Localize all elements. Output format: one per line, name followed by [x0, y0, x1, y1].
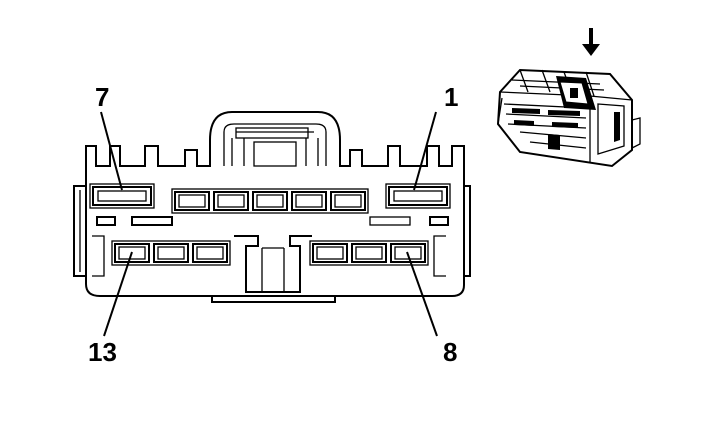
cavity-9: [351, 243, 387, 263]
label-pin-8: 8: [443, 337, 457, 367]
cavity-8: [390, 243, 426, 263]
label-pin-7: 7: [95, 82, 109, 112]
leader-lines: [100, 111, 438, 337]
cavity-5: [213, 191, 249, 211]
cavity-13: [114, 243, 150, 263]
right-rail: [464, 185, 471, 277]
cavity-12: [153, 243, 189, 263]
cavity-11: [192, 243, 228, 263]
cavity-10: [312, 243, 348, 263]
center-key: [234, 235, 312, 293]
cavity-4: [252, 191, 288, 211]
connector-3d-view: [496, 68, 641, 168]
connector-foot: [211, 296, 336, 303]
slots: [96, 216, 449, 226]
connector-face: [73, 111, 471, 303]
leader-7: [100, 111, 123, 191]
cavity-6: [174, 191, 210, 211]
upper-row-cavities: [89, 183, 451, 214]
leader-1: [413, 111, 437, 191]
cavity-1: [388, 186, 448, 206]
left-rail: [73, 185, 86, 277]
down-arrow-icon: [582, 28, 600, 56]
label-pin-1: 1: [444, 82, 458, 112]
label-pin-13: 13: [88, 337, 117, 367]
connector-outline: [85, 111, 465, 297]
leader-8: [406, 251, 438, 337]
lower-row-cavities: [92, 235, 446, 277]
cavity-3: [291, 191, 327, 211]
latch: [223, 123, 327, 167]
leader-13: [103, 251, 133, 337]
cavity-2: [330, 191, 366, 211]
